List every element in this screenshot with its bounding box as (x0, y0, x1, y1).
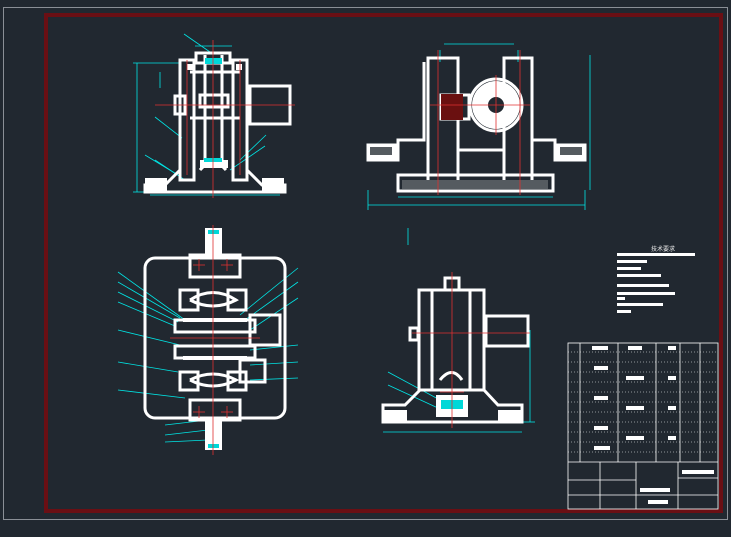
top-view (117, 225, 299, 455)
left-view (381, 228, 535, 433)
side-view (366, 43, 591, 210)
tech-notes-title: 技术要求 (650, 246, 675, 253)
drawing-border (44, 13, 723, 513)
front-view (133, 33, 295, 198)
tech-notes (617, 253, 695, 313)
title-block (567, 342, 719, 510)
tech-notes-block: 技术要求 (615, 244, 705, 253)
sheet-frame (3, 7, 728, 520)
